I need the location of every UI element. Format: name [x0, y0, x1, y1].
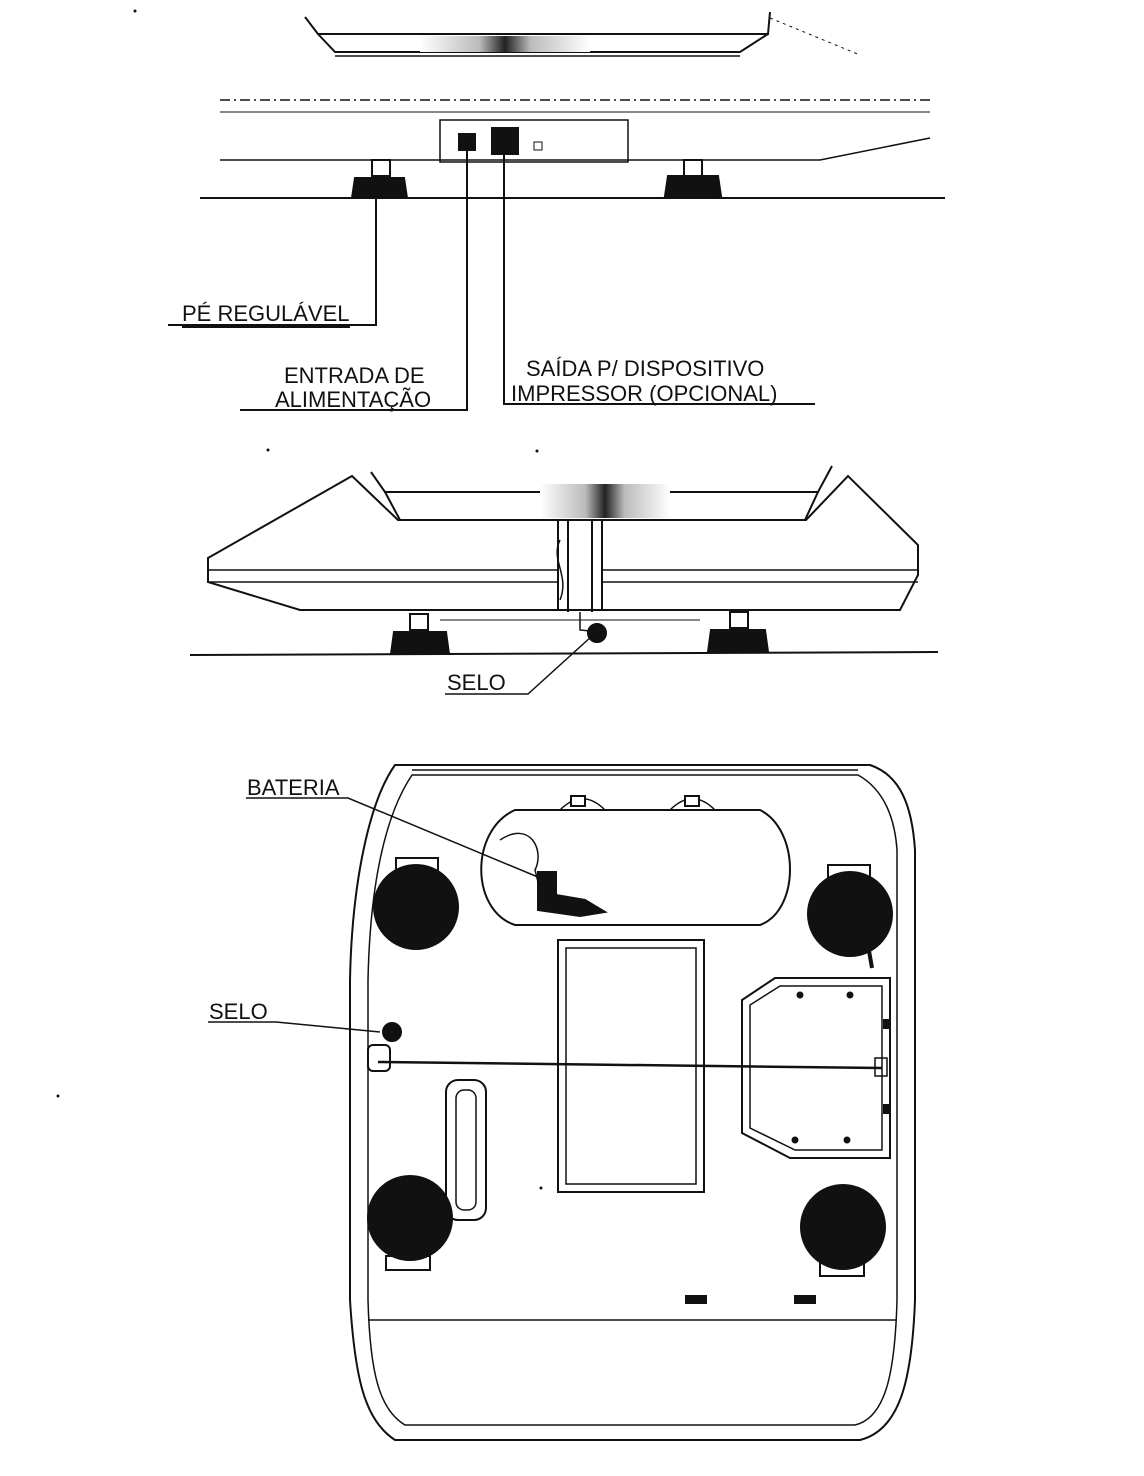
handle-slot: [445, 1079, 487, 1221]
foot-pad-bl: [367, 1175, 453, 1261]
leader-pe-regulavel: [168, 198, 377, 326]
top-weighing-pan: [304, 11, 861, 57]
adjustable-foot-left: [350, 159, 409, 199]
label-selo-bottom: SELO: [209, 999, 268, 1024]
label-entrada-line2: ALIMENTAÇÃO: [275, 387, 432, 412]
foot-bracket-br: [819, 1261, 865, 1277]
floor-line-side: [189, 651, 939, 656]
bottom-view: [208, 764, 916, 1441]
seal-wire: [377, 1060, 883, 1070]
foot-pad-tr: [807, 871, 893, 957]
label-saida-line1: SAÍDA P/ DISPOSITIVO: [526, 356, 765, 381]
leader-selo-side: [445, 635, 593, 695]
adjustable-foot-right: [663, 159, 723, 197]
bottom-outline: [349, 764, 916, 1441]
foot-pad-tl: [373, 864, 459, 950]
support-column: [556, 519, 603, 633]
printer-output-connector: [491, 127, 519, 155]
leader-saida: [503, 154, 815, 405]
seal-bottom: [367, 1022, 402, 1072]
scan-speckles: [56, 9, 543, 1190]
label-saida-line2: IMPRESSOR (OPCIONAL): [511, 381, 778, 406]
side-foot-right: [706, 611, 770, 653]
foot-bracket-bl: [385, 1255, 431, 1271]
leader-selo-bottom: [208, 1021, 381, 1033]
label-entrada-line1: ENTRADA DE: [284, 363, 425, 388]
side-weighing-pan: [370, 465, 833, 521]
label-pe-regulavel: PÉ REGULÁVEL: [182, 301, 350, 328]
battery: [537, 871, 608, 918]
bottom-feet: [367, 857, 893, 1277]
rear-view: [168, 11, 945, 411]
leader-entrada: [240, 150, 468, 411]
leader-bateria: [246, 797, 546, 881]
power-input-connector: [458, 133, 476, 151]
rear-housing: [220, 99, 931, 163]
label-selo-side: SELO: [447, 670, 506, 695]
seal-side: [587, 623, 607, 643]
electronics-cover: [741, 977, 891, 1159]
foot-pad-br: [800, 1184, 886, 1270]
battery-compartment: [480, 795, 791, 926]
side-view: [189, 465, 939, 695]
label-bateria: BATERIA: [247, 775, 340, 800]
